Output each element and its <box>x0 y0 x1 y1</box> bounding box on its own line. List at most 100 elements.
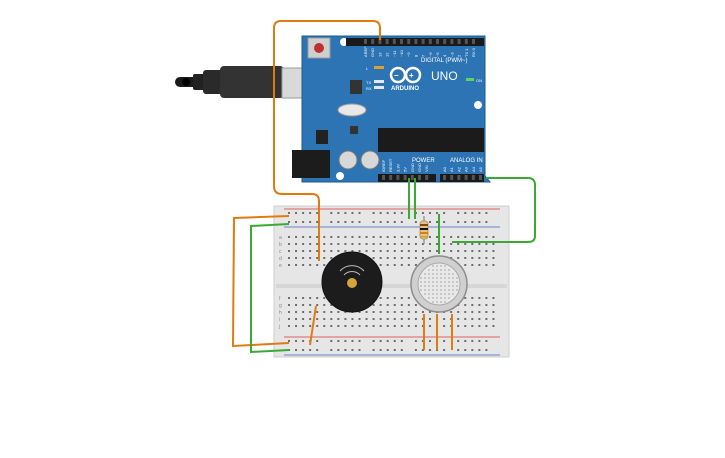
rail-hole[interactable] <box>295 221 298 223</box>
breadboard-hole[interactable] <box>421 325 424 327</box>
breadboard-hole[interactable] <box>443 325 446 327</box>
breadboard-hole[interactable] <box>330 250 333 252</box>
rail-hole[interactable] <box>421 340 424 342</box>
rail-hole[interactable] <box>316 221 319 223</box>
breadboard-hole[interactable] <box>365 325 368 327</box>
breadboard-hole[interactable] <box>351 236 354 238</box>
rail-hole[interactable] <box>414 221 417 223</box>
breadboard-hole[interactable] <box>302 325 305 327</box>
breadboard-hole[interactable] <box>379 325 382 327</box>
breadboard-hole[interactable] <box>464 325 467 327</box>
breadboard-hole[interactable] <box>485 311 488 313</box>
rail-hole[interactable] <box>309 212 312 214</box>
breadboard-hole[interactable] <box>316 243 319 245</box>
breadboard-hole[interactable] <box>471 297 474 299</box>
breadboard-hole[interactable] <box>323 297 326 299</box>
breadboard-hole[interactable] <box>457 318 460 320</box>
breadboard-hole[interactable] <box>309 257 312 259</box>
breadboard-hole[interactable] <box>485 257 488 259</box>
breadboard-hole[interactable] <box>302 236 305 238</box>
breadboard-hole[interactable] <box>330 311 333 313</box>
breadboard-hole[interactable] <box>365 318 368 320</box>
breadboard-hole[interactable] <box>302 311 305 313</box>
breadboard-hole[interactable] <box>414 257 417 259</box>
breadboard-hole[interactable] <box>407 304 410 306</box>
breadboard-hole[interactable] <box>316 325 319 327</box>
rail-hole[interactable] <box>351 349 354 351</box>
breadboard-hole[interactable] <box>344 250 347 252</box>
breadboard-hole[interactable] <box>485 250 488 252</box>
digital-pin[interactable] <box>428 39 432 44</box>
breadboard-hole[interactable] <box>323 236 326 238</box>
wire-gnd-rail-left[interactable] <box>250 223 290 354</box>
breadboard-hole[interactable] <box>365 243 368 245</box>
rail-hole[interactable] <box>421 349 424 351</box>
rail-hole[interactable] <box>464 212 467 214</box>
breadboard-hole[interactable] <box>379 264 382 266</box>
breadboard-hole[interactable] <box>323 257 326 259</box>
rail-hole[interactable] <box>393 212 396 214</box>
rail-hole[interactable] <box>358 349 361 351</box>
rail-hole[interactable] <box>302 221 305 223</box>
breadboard-hole[interactable] <box>400 264 403 266</box>
breadboard-hole[interactable] <box>492 243 495 245</box>
breadboard-hole[interactable] <box>358 236 361 238</box>
breadboard-hole[interactable] <box>323 311 326 313</box>
breadboard-hole[interactable] <box>393 318 396 320</box>
breadboard-hole[interactable] <box>393 257 396 259</box>
breadboard-hole[interactable] <box>457 243 460 245</box>
breadboard-hole[interactable] <box>471 243 474 245</box>
breadboard-hole[interactable] <box>316 257 319 259</box>
rail-hole[interactable] <box>436 212 439 214</box>
breadboard-hole[interactable] <box>344 236 347 238</box>
breadboard-hole[interactable] <box>429 243 431 245</box>
breadboard-hole[interactable] <box>295 297 298 299</box>
breadboard-hole[interactable] <box>372 257 375 259</box>
breadboard-hole[interactable] <box>443 250 446 252</box>
rail-hole[interactable] <box>478 340 481 342</box>
breadboard-hole[interactable] <box>295 311 298 313</box>
reset-button-cap[interactable] <box>314 43 324 53</box>
breadboard-hole[interactable] <box>358 311 361 313</box>
breadboard-hole[interactable] <box>386 243 389 245</box>
breadboard-hole[interactable] <box>337 250 340 252</box>
breadboard-hole[interactable] <box>464 257 467 259</box>
breadboard-hole[interactable] <box>400 325 403 327</box>
breadboard-hole[interactable] <box>492 297 495 299</box>
digital-pin[interactable] <box>407 39 411 44</box>
breadboard-hole[interactable] <box>351 250 354 252</box>
analog-pin[interactable] <box>479 175 482 180</box>
breadboard-hole[interactable] <box>436 243 439 245</box>
breadboard-hole[interactable] <box>492 250 495 252</box>
breadboard-hole[interactable] <box>316 318 319 320</box>
breadboard-hole[interactable] <box>471 257 474 259</box>
rail-hole[interactable] <box>393 221 396 223</box>
breadboard-hole[interactable] <box>288 311 290 313</box>
breadboard-hole[interactable] <box>450 311 453 313</box>
breadboard-hole[interactable] <box>407 250 410 252</box>
breadboard-hole[interactable] <box>400 243 403 245</box>
rail-hole[interactable] <box>393 349 396 351</box>
rail-hole[interactable] <box>295 340 298 342</box>
rail-hole[interactable] <box>316 340 319 342</box>
breadboard-hole[interactable] <box>351 325 354 327</box>
breadboard-hole[interactable] <box>288 250 290 252</box>
breadboard-hole[interactable] <box>464 304 467 306</box>
analog-pin[interactable] <box>450 175 454 180</box>
breadboard-hole[interactable] <box>309 297 312 299</box>
rail-hole[interactable] <box>443 340 446 342</box>
rail-hole[interactable] <box>429 349 431 351</box>
breadboard-hole[interactable] <box>393 325 396 327</box>
breadboard-hole[interactable] <box>372 304 375 306</box>
breadboard-hole[interactable] <box>288 264 290 266</box>
rail-hole[interactable] <box>400 349 403 351</box>
breadboard-hole[interactable] <box>316 304 319 306</box>
breadboard-hole[interactable] <box>478 264 481 266</box>
breadboard-hole[interactable] <box>386 325 389 327</box>
breadboard-hole[interactable] <box>337 318 340 320</box>
rail-hole[interactable] <box>485 349 488 351</box>
rail-hole[interactable] <box>393 340 396 342</box>
breadboard-hole[interactable] <box>450 250 453 252</box>
breadboard-hole[interactable] <box>372 243 375 245</box>
